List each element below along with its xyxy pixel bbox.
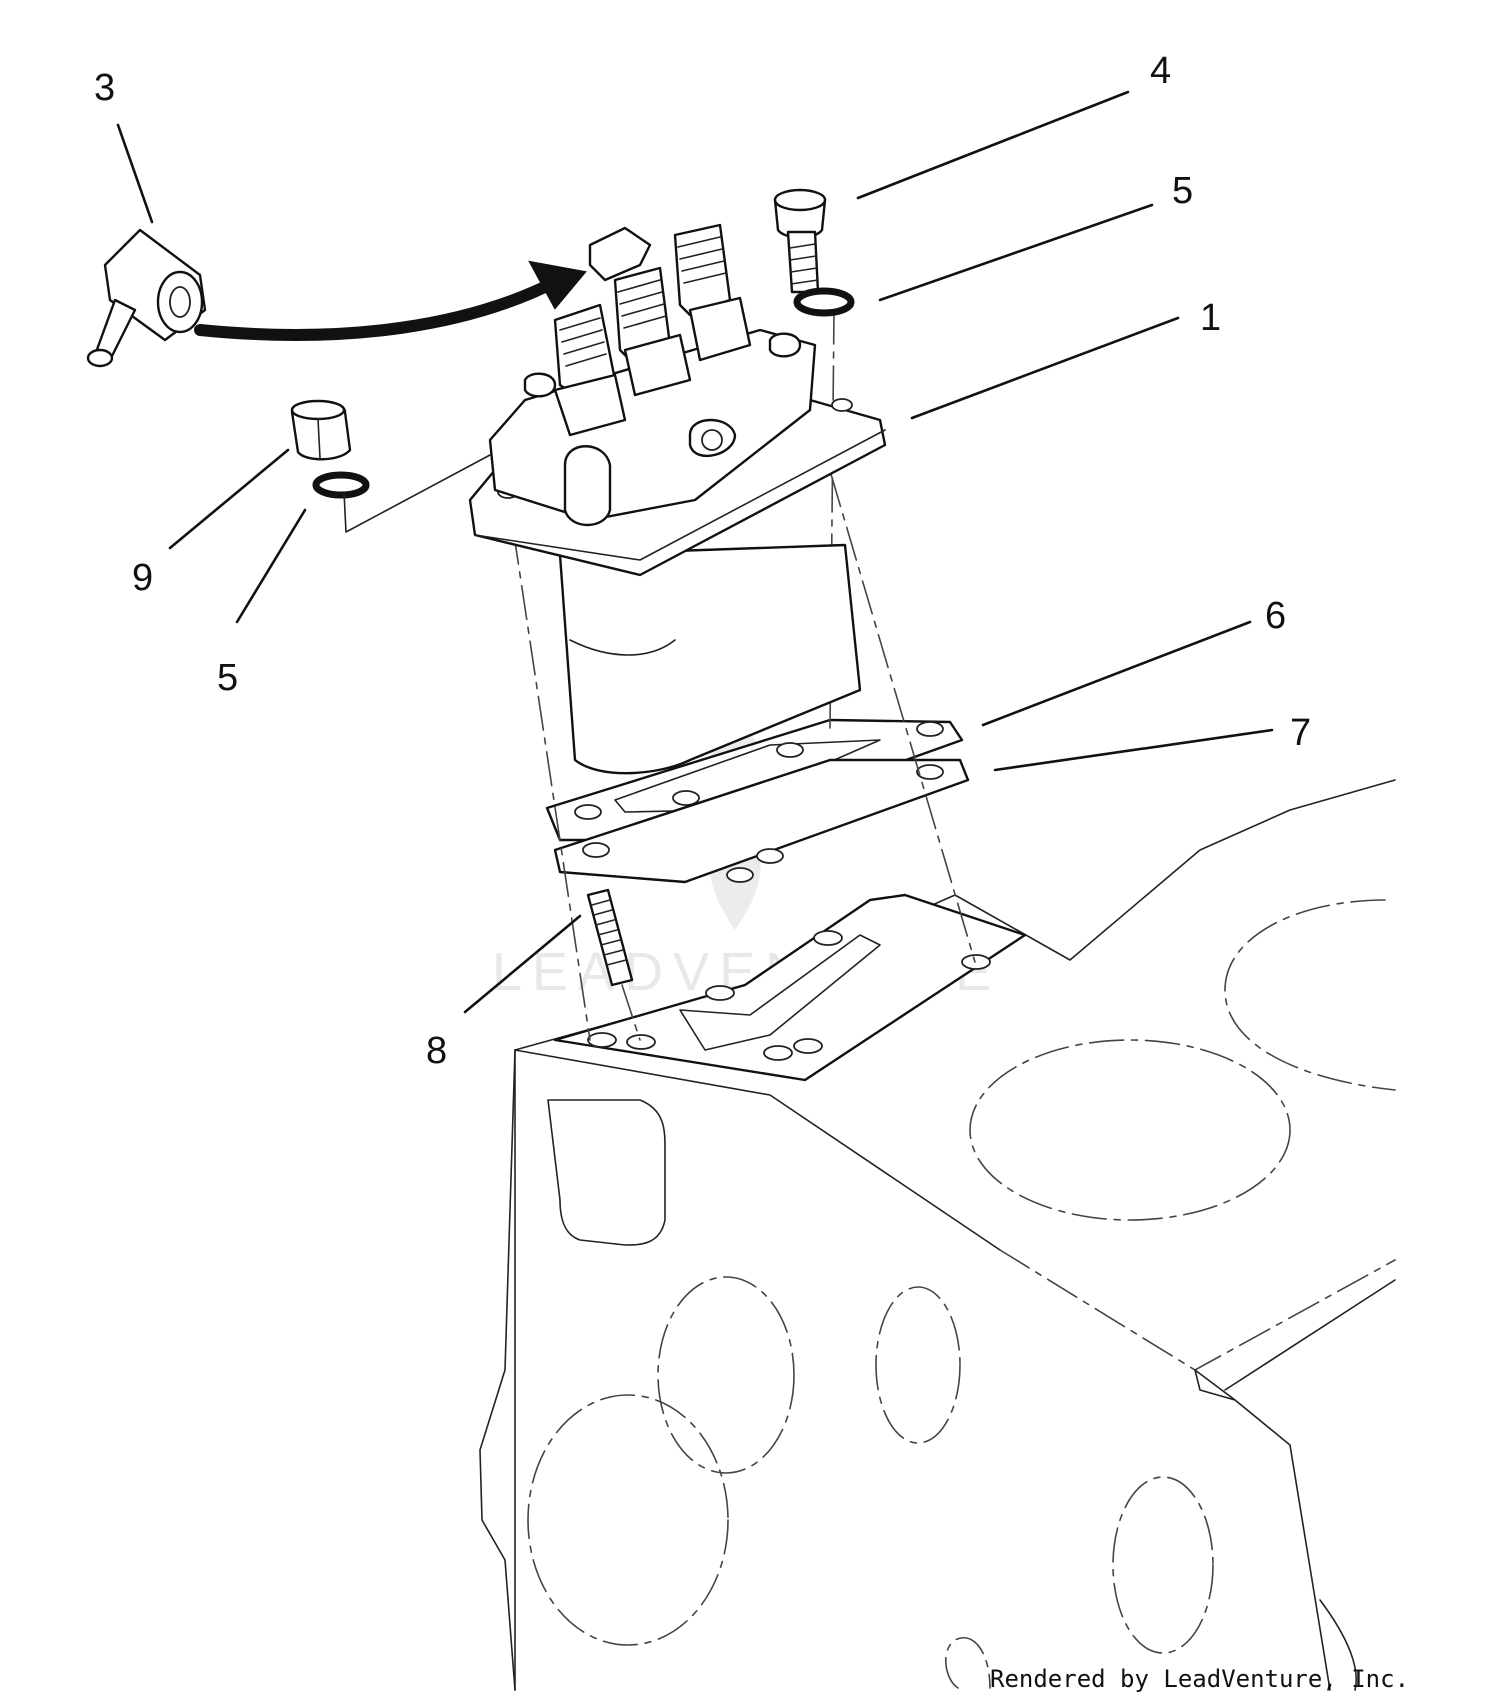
washer-trace-line <box>343 454 491 533</box>
leader-lines <box>116 90 1274 1014</box>
gasket-7 <box>553 758 970 884</box>
banjo-fitting <box>86 228 207 368</box>
callout-9: 9 <box>132 557 153 599</box>
callout-8: 8 <box>426 1030 447 1072</box>
washer-lower <box>312 471 370 499</box>
engine-block <box>479 779 1396 1691</box>
stud-bolt <box>586 888 641 1041</box>
callout-7: 7 <box>1290 712 1311 754</box>
cap-nut <box>290 399 352 461</box>
callout-labels: 3 4 5 1 9 5 6 7 8 <box>94 50 1311 1072</box>
callout-1: 1 <box>1200 297 1221 339</box>
washer-upper <box>793 287 855 317</box>
render-credit: Rendered by LeadVenture, Inc. <box>990 1665 1409 1693</box>
callout-4: 4 <box>1150 50 1171 92</box>
callout-5-lower: 5 <box>217 657 238 699</box>
callout-3: 3 <box>94 67 115 109</box>
callout-5-upper: 5 <box>1172 170 1193 212</box>
callout-6: 6 <box>1265 595 1286 637</box>
injection-pump <box>468 223 976 1041</box>
assembly-arrow <box>194 260 587 341</box>
bolt <box>773 188 827 294</box>
